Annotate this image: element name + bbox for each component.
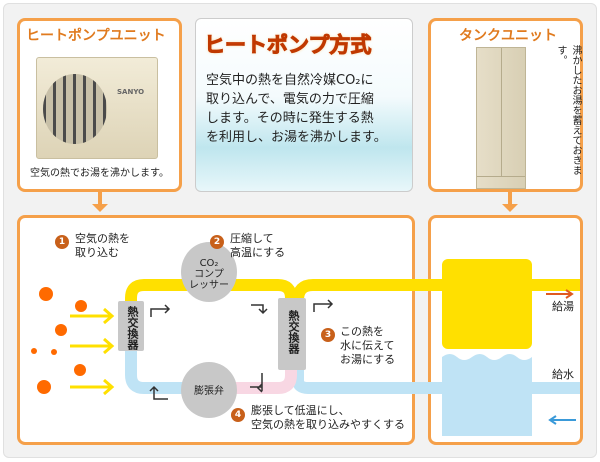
door-seam <box>501 48 502 176</box>
water-in-arrow-icon <box>548 415 576 425</box>
method-description: 空気中の熱を自然冷媒CO₂に 取り込んで、電気の力で圧縮 します。その時に発生す… <box>206 73 387 145</box>
water-in-label: 給水 <box>552 368 574 381</box>
heat-dot <box>74 364 86 376</box>
refrigerant-cold-pipe <box>125 340 215 394</box>
flow-arrows <box>149 299 334 400</box>
step-badge-1: 1 <box>55 235 69 249</box>
compressor <box>181 242 237 302</box>
heat-exchanger-left <box>118 301 144 351</box>
arrow-right-icon <box>70 337 115 355</box>
heat-dot <box>39 287 53 301</box>
air-arrows <box>70 307 115 396</box>
heat-exchanger-right <box>278 298 306 370</box>
step-2-text: 圧縮して 高温にする <box>230 232 286 259</box>
compressor-label-line: コンプ <box>194 269 224 280</box>
refrigerant-warm-pipe <box>215 360 297 394</box>
arrow-right-icon <box>70 307 115 325</box>
compressor-label-line: レッサー <box>189 280 229 291</box>
method-panel: ヒートポンプ方式 空気中の熱を自然冷媒CO₂に 取り込んで、電気の力で圧縮 しま… <box>195 18 413 192</box>
hot-water-out-label: 給湯 <box>552 300 574 313</box>
flow-arrow-icon <box>250 373 263 393</box>
heat-exchanger-right-label: 熱交換器 <box>287 310 300 354</box>
step-3-text: この熱を 水に伝えて お湯にする <box>340 325 396 366</box>
flow-arrow-icon <box>150 304 171 317</box>
tank-unit-panel: タンクユニット 沸かしたお湯を蓄えておきます。 <box>428 18 583 192</box>
step-badge-2: 2 <box>210 235 224 249</box>
heat-pump-unit-title: ヒートポンプユニット <box>26 28 166 44</box>
heat-dot <box>31 348 37 354</box>
heat-exchanger-left-label: 熱交換器 <box>126 306 139 350</box>
outdoor-unit-image: SANYO <box>36 57 158 159</box>
flow-arrow-icon <box>149 385 168 400</box>
heat-dot <box>51 349 57 355</box>
step-4-text: 膨張して低温にし、 空気の熱を取り込みやすくする <box>251 404 405 431</box>
hot-water-out-arrow-icon <box>546 289 574 299</box>
step-1-text: 空気の熱を 取り込む <box>75 232 130 259</box>
step-badge-3: 3 <box>321 328 335 342</box>
tank-unit-caption: 沸かしたお湯を蓄えておきます。 <box>555 45 581 175</box>
compressor-label-line: CO₂ <box>199 258 219 269</box>
expansion-valve-label: 膨張弁 <box>194 386 224 397</box>
arrow-right-icon <box>70 378 115 396</box>
heat-dot <box>37 380 51 394</box>
flow-arrow-icon <box>313 299 334 312</box>
arrow-down-icon <box>92 192 108 212</box>
arrow-down-icon <box>502 192 518 212</box>
tank-hot-water <box>442 259 532 349</box>
method-title: ヒートポンプ方式 <box>203 33 372 58</box>
tank-cold-water <box>442 354 532 436</box>
fan-grille-icon <box>43 74 107 144</box>
heat-dot <box>75 300 87 312</box>
tank-unit-title: タンクユニット <box>459 28 557 44</box>
cold-water-pipe <box>292 360 580 394</box>
heat-dot <box>55 324 67 336</box>
compressor-label: CO₂ コンプ レッサー <box>183 258 235 291</box>
tank-base <box>477 176 525 188</box>
tank-unit-image <box>476 47 526 189</box>
brand-logo: SANYO <box>117 88 145 96</box>
air-heat-dots <box>31 287 87 394</box>
heat-pump-unit-panel: ヒートポンプユニット SANYO 空気の熱でお湯を沸かします。 <box>17 18 182 192</box>
flow-arrow-icon <box>251 304 268 315</box>
expansion-valve <box>181 362 237 418</box>
hot-water-pipe <box>292 279 580 301</box>
heat-pump-unit-caption: 空気の熱でお湯を沸かします。 <box>30 168 169 179</box>
step-badge-4: 4 <box>231 408 245 422</box>
